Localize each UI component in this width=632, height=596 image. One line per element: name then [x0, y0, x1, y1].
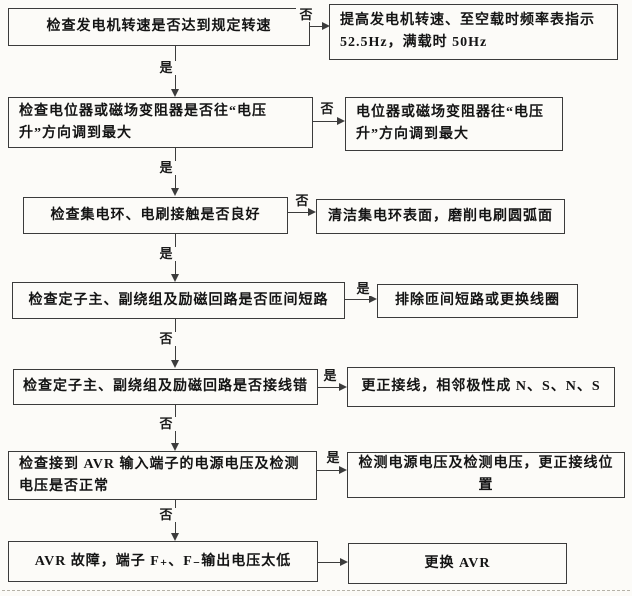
branch-label-6: 是	[323, 450, 343, 466]
action-box-4: 排除匝间短路或更换线圈	[377, 284, 578, 318]
branch-arrow-1	[310, 22, 330, 31]
down-label-4: 否	[156, 331, 176, 347]
action-box-3: 清洁集电环表面，磨削电刷圆弧面	[316, 199, 565, 234]
branch-label-4: 是	[353, 281, 373, 297]
down-label-1: 是	[156, 60, 176, 76]
branch-arrow-5	[318, 383, 347, 392]
branch-arrow-7	[318, 558, 348, 567]
branch-arrow-6	[317, 466, 347, 475]
branch-label-1: 否	[296, 7, 316, 23]
check-box-1: 检查发电机转速是否达到规定转速	[8, 8, 310, 46]
check-box-6: 检查接到 AVR 输入端子的电源电压及检测电压是否正常	[8, 451, 317, 500]
action-box-7: 更换 AVR	[348, 543, 567, 584]
branch-arrow-3	[288, 208, 316, 217]
check-box-2: 检查电位器或磁场变阻器是否往“电压升”方向调到最大	[8, 97, 313, 148]
branch-label-2: 否	[317, 101, 337, 117]
down-label-3: 是	[156, 246, 176, 262]
action-box-5: 更正接线，相邻极性成 N、S、N、S	[347, 367, 615, 407]
check-box-5: 检查定子主、副绕组及励磁回路是否接线错	[13, 369, 318, 405]
page-bottom-edge	[2, 590, 630, 591]
action-box-1: 提高发电机转速、至空载时频率表指示 52.5Hz，满载时 50Hz	[329, 4, 618, 60]
branch-label-3: 否	[292, 193, 312, 209]
branch-label-5: 是	[320, 368, 340, 384]
down-label-5: 否	[156, 416, 176, 432]
check-box-7: AVR 故障，端子 F₊、F₋输出电压太低	[8, 541, 318, 582]
branch-arrow-2	[313, 117, 345, 126]
action-box-6: 检测电源电压及检测电压，更正接线位置	[347, 452, 625, 498]
branch-arrow-4	[345, 295, 377, 304]
check-box-3: 检查集电环、电刷接触是否良好	[23, 197, 288, 234]
down-label-2: 是	[156, 160, 176, 176]
action-box-2: 电位器或磁场变阻器往“电压升”方向调到最大	[345, 97, 563, 151]
check-box-4: 检查定子主、副绕组及励磁回路是否匝间短路	[12, 282, 345, 319]
down-label-6: 否	[156, 507, 176, 523]
